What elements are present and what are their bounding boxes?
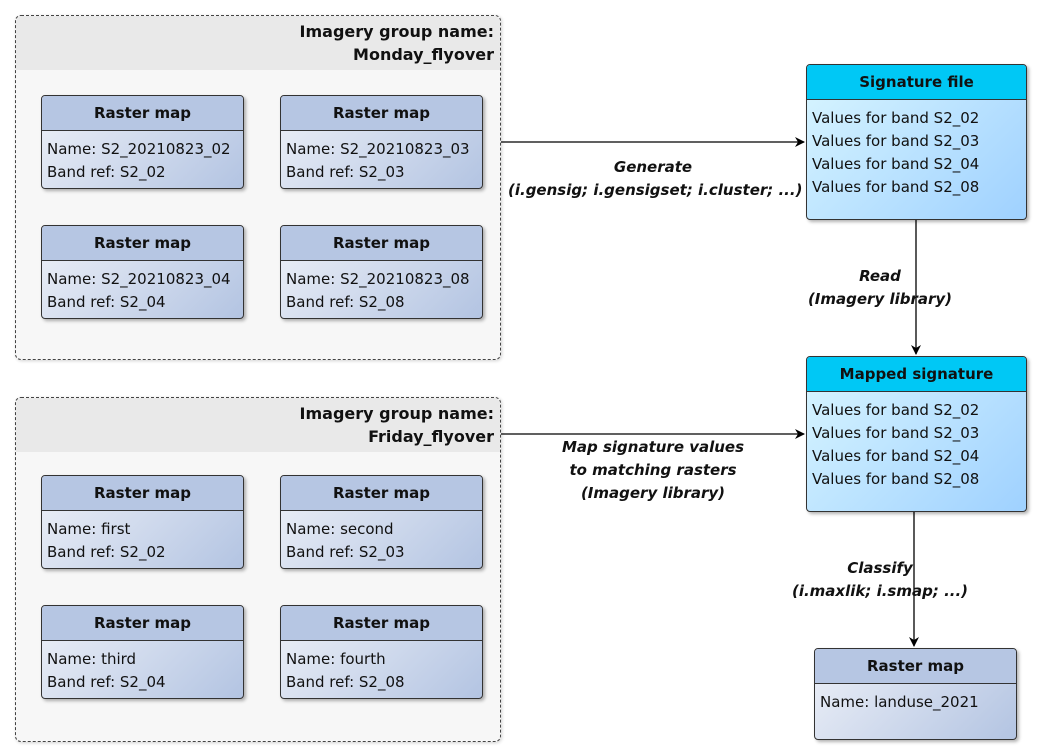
group-header: Imagery group name: Friday_flyover <box>16 398 500 452</box>
raster-map-card[interactable]: Raster map Name: S2_20210823_04 Band ref… <box>41 225 244 319</box>
edge-label-line: (Imagery library) <box>807 290 953 308</box>
raster-map-title: Raster map <box>42 96 243 131</box>
raster-name: Name: first <box>47 520 131 538</box>
raster-band-ref: Band ref: S2_03 <box>286 543 405 561</box>
mapped-band-value: Values for band S2_03 <box>812 424 980 442</box>
mapped-band-value: Values for band S2_02 <box>812 401 980 419</box>
raster-name: Name: fourth <box>286 650 386 668</box>
raster-map-title: Raster map <box>281 96 482 131</box>
raster-band-ref: Band ref: S2_04 <box>47 673 166 691</box>
output-raster-map-box[interactable]: Raster map Name: landuse_2021 <box>814 648 1017 740</box>
mapped-band-value: Values for band S2_04 <box>812 447 980 465</box>
raster-band-ref: Band ref: S2_08 <box>286 673 405 691</box>
signature-band-value: Values for band S2_03 <box>812 132 980 150</box>
edge-label-classify: Classify (i.maxlik; i.smap; ...) <box>760 557 1000 603</box>
mapped-signature-title: Mapped signature <box>807 357 1026 392</box>
edge-label-line: (i.gensig; i.gensigset; i.cluster; ...) <box>508 181 803 199</box>
raster-name: Name: second <box>286 520 394 538</box>
raster-name: Name: S2_20210823_02 <box>47 140 231 158</box>
raster-band-ref: Band ref: S2_02 <box>47 543 166 561</box>
raster-map-title: Raster map <box>42 226 243 261</box>
edge-label-line: Read <box>859 267 901 285</box>
raster-band-ref: Band ref: S2_04 <box>47 293 166 311</box>
raster-map-title: Raster map <box>42 606 243 641</box>
raster-band-ref: Band ref: S2_02 <box>47 163 166 181</box>
raster-map-card[interactable]: Raster map Name: fourth Band ref: S2_08 <box>280 605 483 699</box>
raster-map-card[interactable]: Raster map Name: first Band ref: S2_02 <box>41 475 244 569</box>
raster-map-card[interactable]: Raster map Name: second Band ref: S2_03 <box>280 475 483 569</box>
signature-file-title: Signature file <box>807 65 1026 100</box>
raster-map-title: Raster map <box>281 226 482 261</box>
edge-label-map: Map signature values to matching rasters… <box>508 436 798 505</box>
raster-map-card[interactable]: Raster map Name: third Band ref: S2_04 <box>41 605 244 699</box>
edge-label-read: Read (Imagery library) <box>780 265 980 311</box>
raster-map-card[interactable]: Raster map Name: S2_20210823_03 Band ref… <box>280 95 483 189</box>
signature-band-value: Values for band S2_02 <box>812 109 980 127</box>
output-raster-title: Raster map <box>815 649 1016 684</box>
edge-label-line: Generate <box>613 158 693 176</box>
edge-label-line: to matching rasters <box>569 461 737 479</box>
raster-band-ref: Band ref: S2_08 <box>286 293 405 311</box>
group-header-label: Imagery group name: <box>299 404 494 423</box>
edge-label-generate: Generate (i.gensig; i.gensigset; i.clust… <box>508 156 803 202</box>
raster-name: Name: third <box>47 650 137 668</box>
group-name: Monday_flyover <box>353 45 494 64</box>
mapped-signature-box[interactable]: Mapped signature Values for band S2_02 V… <box>806 356 1027 512</box>
group-name: Friday_flyover <box>368 427 494 446</box>
edge-label-line: Classify <box>847 559 913 577</box>
raster-map-title: Raster map <box>281 606 482 641</box>
output-raster-name: Name: landuse_2021 <box>820 693 979 711</box>
mapped-band-value: Values for band S2_08 <box>812 470 980 488</box>
edge-label-line: (Imagery library) <box>580 484 726 502</box>
raster-band-ref: Band ref: S2_03 <box>286 163 405 181</box>
signature-band-value: Values for band S2_04 <box>812 155 980 173</box>
raster-name: Name: S2_20210823_04 <box>47 270 231 288</box>
group-header: Imagery group name: Monday_flyover <box>16 16 500 70</box>
signature-band-value: Values for band S2_08 <box>812 178 980 196</box>
raster-map-title: Raster map <box>281 476 482 511</box>
raster-map-card[interactable]: Raster map Name: S2_20210823_08 Band ref… <box>280 225 483 319</box>
raster-name: Name: S2_20210823_08 <box>286 270 470 288</box>
group-header-label: Imagery group name: <box>299 22 494 41</box>
raster-name: Name: S2_20210823_03 <box>286 140 470 158</box>
edge-label-line: Map signature values <box>561 438 745 456</box>
edge-label-line: (i.maxlik; i.smap; ...) <box>791 582 969 600</box>
raster-map-card[interactable]: Raster map Name: S2_20210823_02 Band ref… <box>41 95 244 189</box>
raster-map-title: Raster map <box>42 476 243 511</box>
signature-file-box[interactable]: Signature file Values for band S2_02 Val… <box>806 64 1027 220</box>
